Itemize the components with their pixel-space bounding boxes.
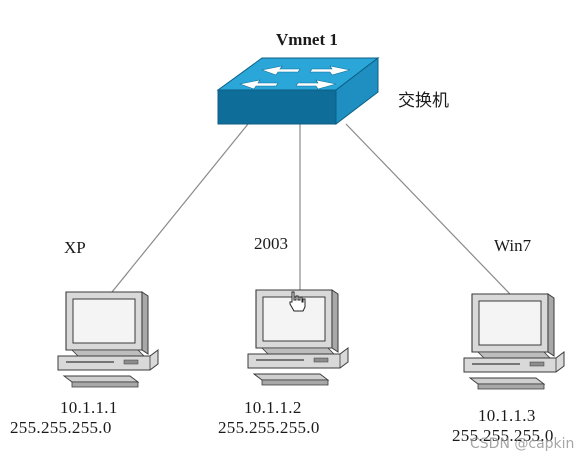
pc-win7-desktop-computer-icon <box>463 293 565 390</box>
switch-front <box>217 89 337 125</box>
link-switch-xp <box>111 123 249 293</box>
host-mask-2003: 255.255.255.0 <box>218 418 320 437</box>
link-switch-win7 <box>345 123 511 295</box>
host-ip-xp: 10.1.1.1 <box>60 398 118 417</box>
host-name-xp: XP <box>64 238 86 257</box>
hand-pointer-icon <box>289 291 306 312</box>
switch-side <box>335 56 379 126</box>
links <box>111 123 511 295</box>
switch-caption: 交换机 <box>398 91 449 111</box>
switch-arrows-icon <box>238 65 351 90</box>
host-ip-2003: 10.1.1.2 <box>244 398 302 417</box>
host-mask-win7: 255.255.255.0 <box>452 426 554 445</box>
host-mask-xp: 255.255.255.0 <box>10 418 112 437</box>
host-name-win7: Win7 <box>494 236 532 255</box>
host-ip-win7: 10.1.1.3 <box>478 406 536 425</box>
host-name-2003: 2003 <box>254 234 288 253</box>
pc-xp-desktop-computer-icon <box>57 291 159 388</box>
network-switch-icon <box>216 56 380 126</box>
watermark: CSDN @capkin <box>470 436 575 452</box>
switch-title: Vmnet 1 <box>276 30 338 49</box>
